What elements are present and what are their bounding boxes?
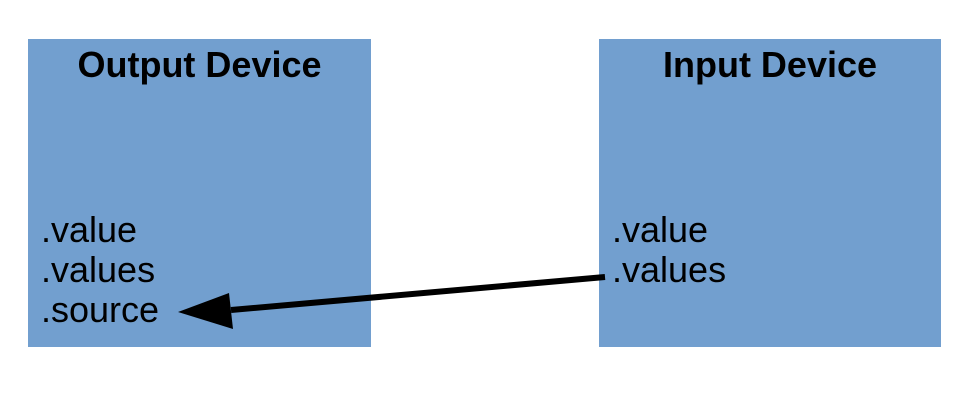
input-device-title: Input Device xyxy=(662,44,878,85)
output-property-values: .values xyxy=(41,249,156,290)
output-property-source: .source xyxy=(41,289,160,330)
output-device-box: Output Device .value .values .source xyxy=(28,39,371,347)
output-device-title: Output Device xyxy=(77,44,322,85)
input-device-properties: .value .values xyxy=(612,210,726,290)
input-property-value: .value xyxy=(612,209,709,250)
output-property-value: .value xyxy=(41,209,138,250)
output-device-properties: .value .values .source xyxy=(41,210,159,330)
input-property-values: .values xyxy=(612,249,727,290)
input-device-box: Input Device .value .values xyxy=(599,39,941,347)
